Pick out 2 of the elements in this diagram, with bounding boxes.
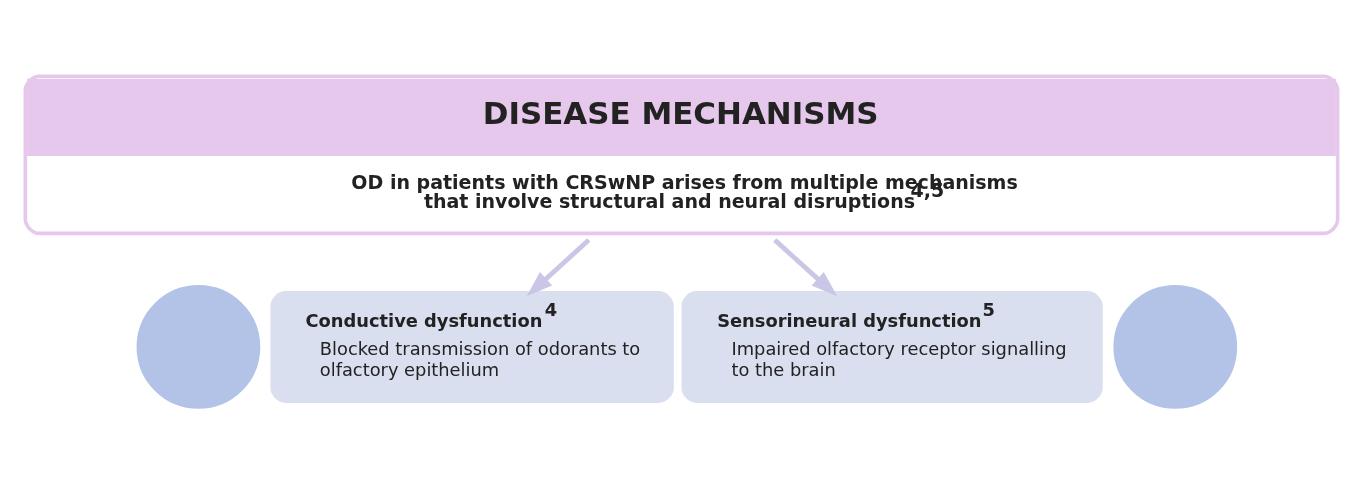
arrow: [526, 237, 591, 296]
arrow: [773, 237, 838, 296]
